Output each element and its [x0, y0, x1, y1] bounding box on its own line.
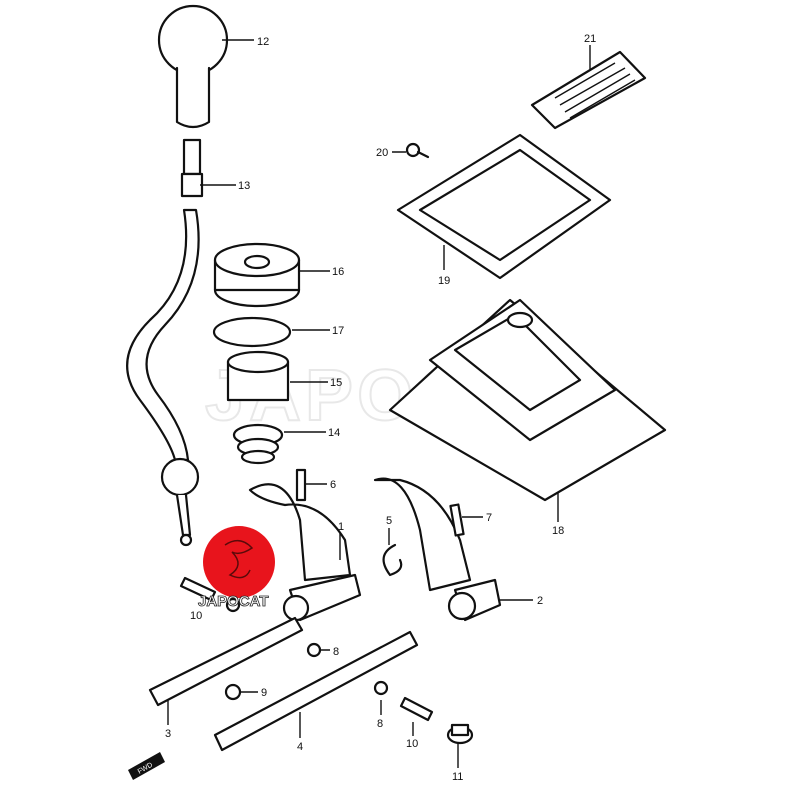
callout-13: 13 [238, 180, 250, 192]
callout-21: 21 [584, 33, 596, 45]
callout-20: 20 [376, 147, 388, 159]
spring-pin[interactable] [295, 468, 307, 502]
retaining-clip[interactable] [382, 543, 403, 577]
callout-2: 2 [537, 595, 543, 607]
caution-label[interactable] [530, 50, 647, 130]
callout-4: 4 [297, 741, 303, 753]
callout-10: 10 [190, 610, 202, 622]
spring[interactable] [179, 576, 217, 602]
callout-17: 17 [332, 325, 344, 337]
callout-10b: 10 [406, 738, 418, 750]
callout-5: 5 [386, 515, 392, 527]
callout-18: 18 [552, 525, 564, 537]
snap-ring[interactable] [212, 316, 292, 348]
callout-1: 1 [338, 521, 344, 533]
threaded-stud[interactable] [180, 138, 204, 198]
callout-15: 15 [330, 377, 342, 389]
callout-14: 14 [328, 427, 340, 439]
plug-bolt[interactable] [446, 723, 474, 745]
shift-boot[interactable] [388, 298, 667, 502]
callout-12: 12 [257, 36, 269, 48]
shift-shaft-4[interactable] [213, 630, 419, 752]
shift-fork-2[interactable] [373, 477, 502, 622]
callout-16: 16 [332, 266, 344, 278]
callout-6: 6 [330, 479, 336, 491]
callout-7: 7 [486, 512, 492, 524]
spring[interactable] [399, 696, 434, 722]
fwd-arrow: FWD [128, 752, 165, 780]
japocat-logo: JAPOCAT [198, 526, 275, 610]
ball[interactable] [373, 680, 389, 696]
shift-lever[interactable] [126, 208, 200, 547]
shift-fork-1[interactable] [248, 483, 362, 622]
screw[interactable] [405, 142, 430, 159]
lever-spring[interactable] [232, 423, 284, 465]
cover-plate[interactable] [396, 133, 612, 280]
callout-8: 8 [333, 646, 339, 658]
ball[interactable] [224, 683, 242, 701]
callout-19: 19 [438, 275, 450, 287]
shift-knob[interactable] [157, 4, 229, 129]
ball[interactable] [306, 642, 322, 658]
shift-shaft-3[interactable] [148, 616, 304, 707]
callout-3: 3 [165, 728, 171, 740]
callout-11: 11 [452, 771, 463, 783]
spring-pin-2[interactable] [449, 503, 465, 537]
callout-9: 9 [261, 687, 267, 699]
svg-text:JAPOCAT: JAPOCAT [198, 593, 269, 610]
ball[interactable] [225, 597, 241, 613]
lever-boot-cap[interactable] [213, 242, 301, 308]
callout-8b: 8 [377, 718, 383, 730]
lever-bushing[interactable] [226, 350, 290, 402]
